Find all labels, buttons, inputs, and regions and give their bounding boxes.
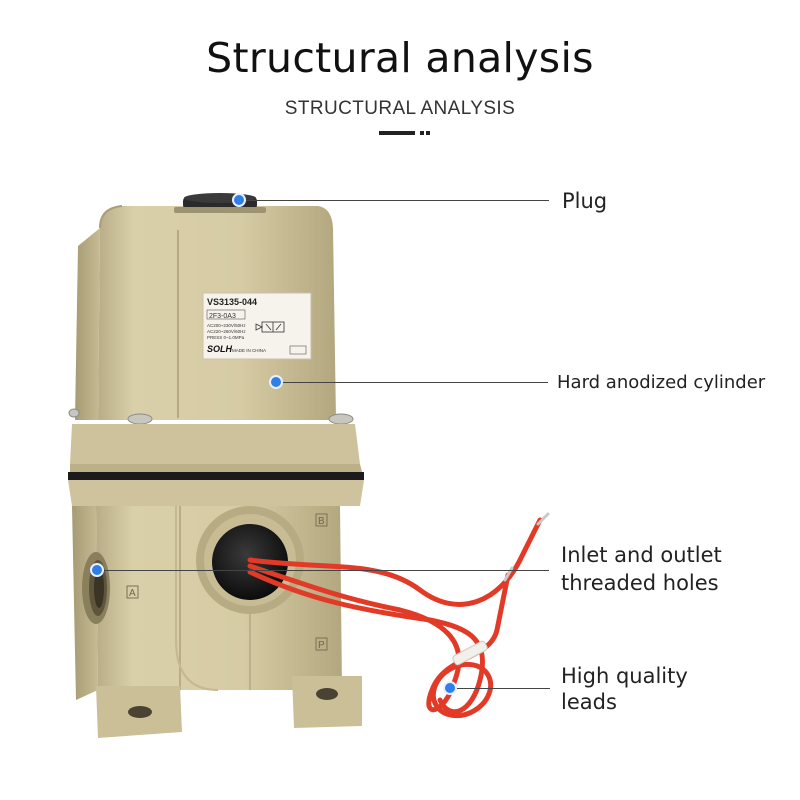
title-underline-bar [379,131,415,135]
page-subtitle: STRUCTURAL ANALYSIS [284,98,516,119]
label-model: VS3135-044 [207,297,257,307]
port-mark-p: P [318,640,325,651]
callout-dot-threaded-holes [90,563,104,577]
callout-dot-leads [443,681,457,695]
callout-label-threaded-holes-line1: Inlet and outlet [561,543,722,567]
label-spec1: AC200~230V/50Hz [207,323,246,328]
callout-label-cylinder: Hard anodized cylinder [557,372,766,393]
callout-line-cylinder [276,382,548,383]
flange [68,424,364,506]
label-brand: SOLH [207,344,233,354]
valve-symbol [255,321,285,333]
lead-wires [247,517,543,719]
callout-dot-plug [232,193,246,207]
callout-line-plug [239,200,549,201]
callout-dot-cylinder [269,375,283,389]
gasket [68,472,364,480]
port-mark-a: A [129,588,136,599]
mounting-feet [96,676,362,738]
mounting-screws [68,408,354,425]
callout-line-leads [450,688,550,689]
cable-tie [452,640,488,666]
label-code: 2F3-0A3 [209,313,236,320]
label-plate: VS3135-044 2F3-0A3 AC200~230V/50Hz AC220… [202,292,312,360]
callout-line-threaded-holes [97,570,549,571]
page-title: Structural analysis [206,34,594,82]
plug [174,193,266,213]
callout-label-leads-line2: leads [561,690,617,714]
callout-label-threaded-holes-line2: threaded holes [561,571,719,595]
label-made-in: MADE IN CHINA [232,348,266,353]
callout-label-leads-line1: High quality [561,664,688,688]
label-spec2: AC220~260V/60Hz [207,329,246,334]
title-underline-dot [426,131,430,135]
label-spec3: PRESS 0~1.0MPa [207,335,245,340]
callout-label-plug: Plug [562,189,608,213]
title-underline-dot [420,131,424,135]
port-mark-b: B [318,516,325,527]
